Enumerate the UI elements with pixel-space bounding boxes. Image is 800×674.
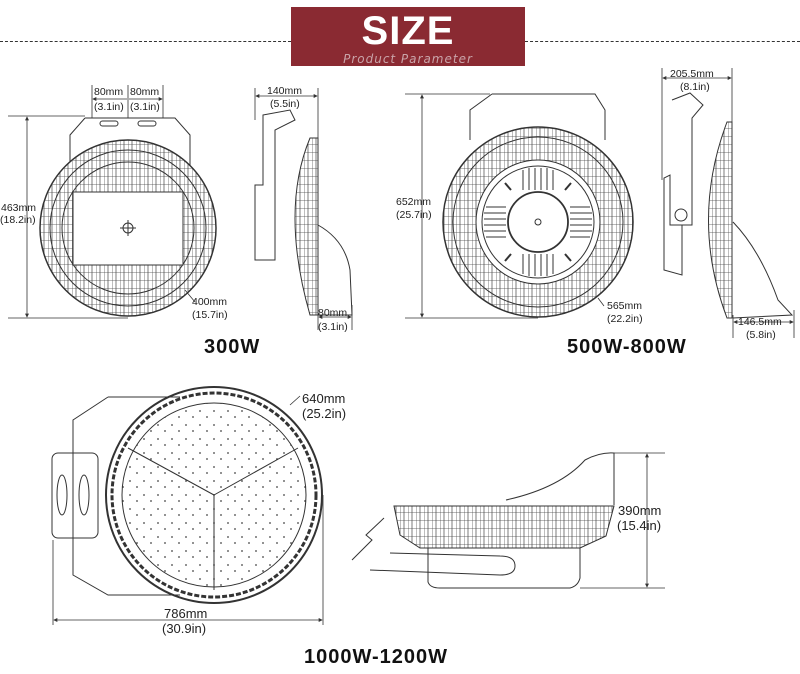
500w-diameter-in: (22.2in) xyxy=(607,313,643,325)
300w-dimension-lines xyxy=(8,85,196,319)
divider-right xyxy=(525,41,800,42)
300w-body-depth-in: (3.1in) xyxy=(318,321,348,333)
size-banner: SIZE Product Parameter xyxy=(291,7,525,66)
1000w-height-mm: 390mm xyxy=(618,503,662,518)
300w-bracket-right-in: (3.1in) xyxy=(130,101,160,113)
300w-diameter-in: (15.7in) xyxy=(192,309,228,321)
300w-bracket-right-mm: 80mm xyxy=(130,86,160,98)
300w-height-mm: 463mm xyxy=(1,202,37,214)
500w-height-mm: 652mm xyxy=(396,196,432,208)
300w-height-in: (18.2in) xyxy=(0,214,36,226)
1000w-dimension-lines xyxy=(52,395,324,625)
500w-front-view xyxy=(442,93,634,318)
300w-body-depth-mm: 80mm xyxy=(318,307,348,319)
1000w-width-mm: 786mm xyxy=(164,606,208,621)
1000w-side-view xyxy=(351,452,615,589)
300w-side-view xyxy=(254,109,353,316)
500w-side-dimension-lines xyxy=(661,68,795,338)
1000w-height-in: (15.4in) xyxy=(617,518,662,533)
300w-side-depth-mm: 140mm xyxy=(267,85,303,97)
300w-bracket-left-mm: 80mm xyxy=(94,86,124,98)
banner-subtitle: Product Parameter xyxy=(343,52,473,66)
500w-side-view xyxy=(663,92,794,319)
model-title-1000w-1200w: 1000W-1200W xyxy=(304,646,448,668)
500w-body-depth-in: (5.8in) xyxy=(746,329,776,341)
1000w-side-dimension-lines xyxy=(580,452,665,589)
300w-side-depth-in: (5.5in) xyxy=(270,98,300,110)
1000w-width-in: (30.9in) xyxy=(162,621,207,636)
1000w-diameter-in: (25.2in) xyxy=(302,406,347,421)
model-title-500w-800w: 500W-800W xyxy=(567,336,687,358)
500w-dimension-lines xyxy=(405,93,605,319)
300w-side-dimension-lines xyxy=(254,88,353,330)
500w-height-in: (25.7in) xyxy=(396,209,432,221)
1000w-diameter-mm: 640mm xyxy=(302,391,346,406)
300w-bracket-left-in: (3.1in) xyxy=(94,101,124,113)
500w-side-depth-in: (8.1in) xyxy=(680,81,710,93)
300w-front-view xyxy=(39,117,217,317)
1000w-front-view xyxy=(51,386,323,604)
500w-diameter-mm: 565mm xyxy=(607,300,643,312)
500w-side-depth-mm: 205.5mm xyxy=(670,68,714,80)
500w-body-depth-mm: 146.5mm xyxy=(738,316,782,328)
divider-left xyxy=(0,41,291,42)
model-title-300w: 300W xyxy=(204,336,261,358)
300w-diameter-mm: 400mm xyxy=(192,296,228,308)
banner-title: SIZE xyxy=(361,9,455,53)
